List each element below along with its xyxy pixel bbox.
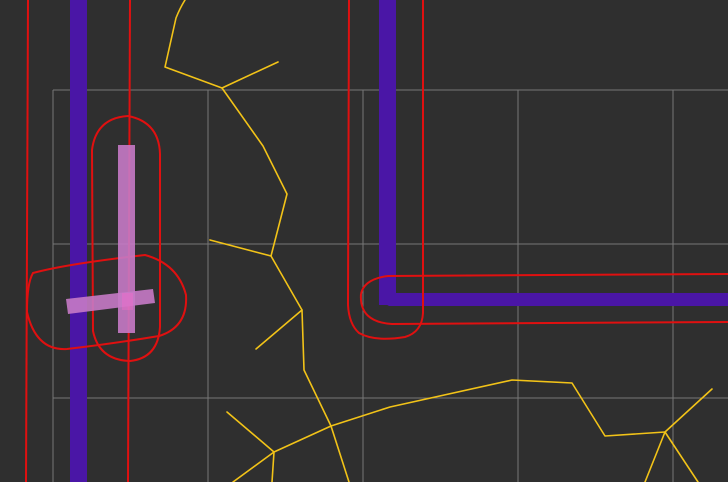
- crack-top-branch: [164, 0, 279, 89]
- right-vertical-path: [379, 0, 396, 305]
- crack-lower-network: [232, 379, 713, 482]
- left-outline-outer: [25, 0, 29, 482]
- grid: [52, 89, 728, 482]
- crack-lower-right-branch: [644, 431, 666, 482]
- crack-lower-right-branch-2: [664, 431, 699, 482]
- marker-cross: [66, 145, 155, 333]
- purple-paths: [70, 0, 728, 482]
- marker-horizontal-bar: [66, 289, 155, 314]
- right-outline-top-edge: [360, 273, 728, 295]
- crack-main-trunk: [221, 87, 350, 482]
- yellow-cracks: [164, 0, 713, 482]
- right-outline-main: [346, 0, 424, 340]
- crack-mid-branch: [209, 239, 272, 257]
- crack-lower-left-fork: [226, 411, 275, 482]
- marker-vertical-outline: [90, 114, 161, 363]
- right-outline-bottom-edge: [359, 293, 728, 326]
- horizontal-path: [379, 293, 728, 306]
- marker-center: [122, 293, 133, 310]
- left-vertical-path: [70, 0, 87, 482]
- crack-short-branch: [255, 309, 303, 350]
- red-outlines: [25, 0, 728, 482]
- marker-vertical-bar: [118, 145, 135, 333]
